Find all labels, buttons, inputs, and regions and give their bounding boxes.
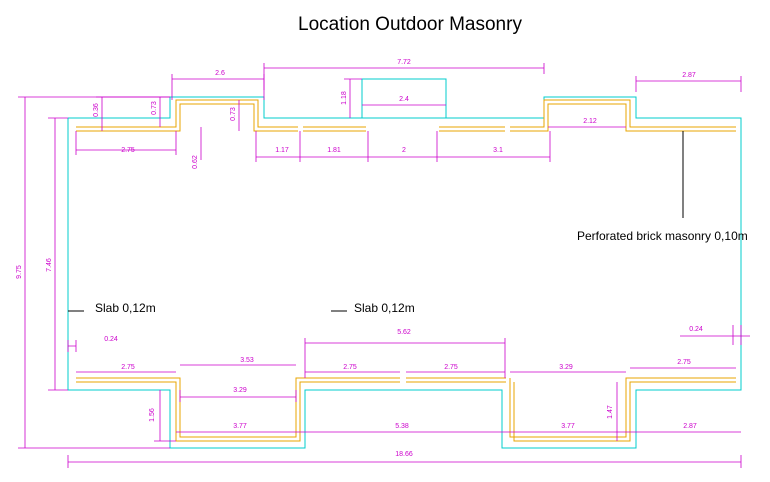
- annotations: Perforated brick masonry 0,10m Slab 0,12…: [68, 131, 748, 315]
- brick-wall-top-right: [439, 99, 736, 132]
- dim-1-81: 1.81: [327, 147, 341, 154]
- dim-0-24-left: 0.24: [104, 336, 118, 343]
- slab-outline-outer: [67, 96, 742, 449]
- dim-2-12: 2.12: [583, 118, 597, 125]
- dim-0-73-a: 0.73: [151, 101, 158, 115]
- dim-1-56: 1.56: [149, 408, 156, 422]
- dim-bottom-2-75-a: 2.75: [121, 364, 135, 371]
- dimension-labels: 2.6 7.72 2.87 2.4 1.18 0.36 0.73 0.73 2.…: [16, 59, 703, 458]
- slab-center-note: Slab 0,12m: [354, 301, 415, 315]
- dim-0-24-right: 0.24: [689, 326, 703, 333]
- dim-3-29-left: 3.29: [233, 387, 247, 394]
- dim-bottom-2-75-b: 2.75: [343, 364, 357, 371]
- brick-wall-top-mid: [303, 126, 366, 132]
- brick-wall-bottom-mid: [406, 377, 506, 383]
- dim-3-77-a: 3.77: [233, 423, 247, 430]
- plan-title: Location Outdoor Masonry: [298, 14, 522, 35]
- dim-window-1-18: 1.18: [341, 91, 348, 105]
- perforated-brick-note: Perforated brick masonry 0,10m: [577, 229, 748, 243]
- dim-top-7-72: 7.72: [397, 59, 411, 66]
- dim-3-77-b: 3.77: [561, 423, 575, 430]
- dim-0-62: 0.62: [192, 155, 199, 169]
- dim-3-53: 3.53: [240, 357, 254, 364]
- brick-wall-bottom-left: [76, 377, 400, 442]
- dim-5-38: 5.38: [395, 423, 409, 430]
- dim-1-47: 1.47: [607, 405, 614, 419]
- dim-7-46: 7.46: [46, 258, 53, 272]
- dim-bottom-2-75-c: 2.75: [444, 364, 458, 371]
- dim-5-62: 5.62: [397, 329, 411, 336]
- dim-window-2-4: 2.4: [399, 96, 409, 103]
- dim-top-2-87: 2.87: [682, 72, 696, 79]
- dim-18-66: 18.66: [395, 451, 413, 458]
- dim-9-75: 9.75: [16, 265, 23, 279]
- dim-bottom-2-75-d: 2.75: [677, 359, 691, 366]
- brick-walls: [76, 99, 736, 442]
- dim-3-1: 3.1: [493, 147, 503, 154]
- dim-2: 2: [402, 147, 406, 154]
- slab-left-note: Slab 0,12m: [95, 301, 156, 315]
- dim-top-2-6: 2.6: [215, 70, 225, 77]
- dim-0-73-b: 0.73: [230, 107, 237, 121]
- brick-wall-bottom-right: [509, 377, 736, 442]
- slab-outline: [67, 78, 742, 449]
- dim-3-29-right: 3.29: [559, 364, 573, 371]
- dim-bottom-2-87: 2.87: [683, 423, 697, 430]
- dim-1-17: 1.17: [275, 147, 289, 154]
- window-bay-outline: [361, 78, 447, 118]
- dim-0-36: 0.36: [93, 103, 100, 117]
- dim-top-2-75: 2.75: [121, 147, 135, 154]
- brick-wall-top-left: [76, 99, 298, 132]
- dimension-lines: [18, 63, 750, 468]
